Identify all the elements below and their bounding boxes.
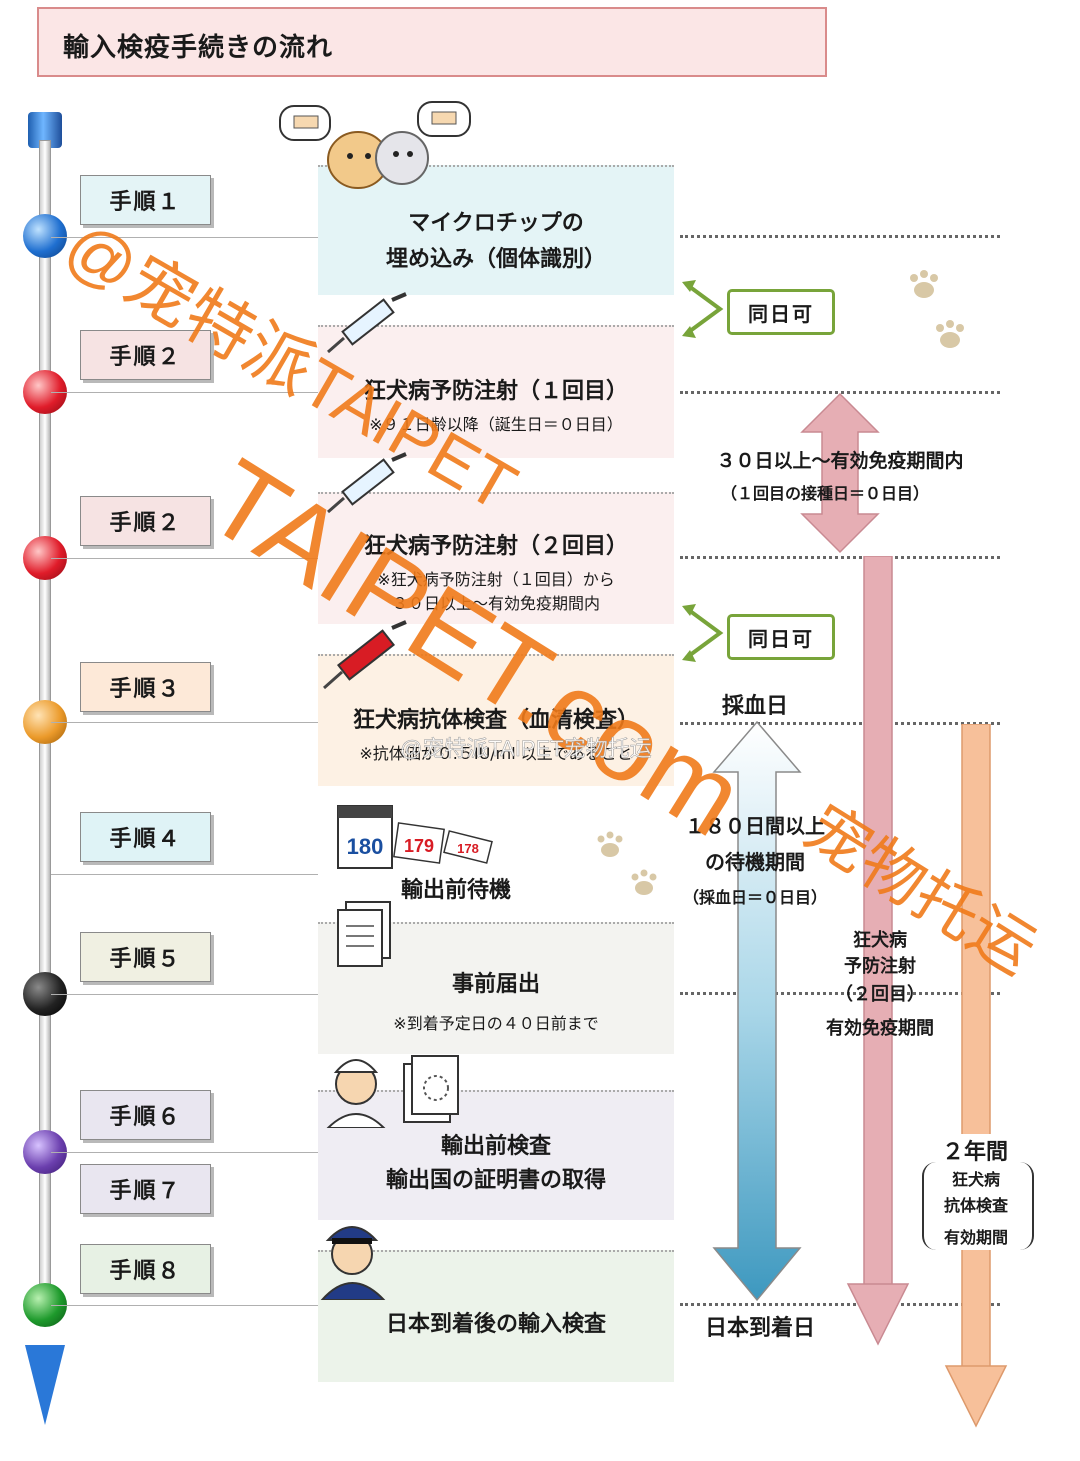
connector-8 xyxy=(51,1305,318,1306)
same-day-badge-2: 同日可 xyxy=(727,614,835,660)
vaccine-text-1: 狂犬病 xyxy=(853,930,907,951)
wait-text-3: （採血日＝０日目） xyxy=(682,888,827,907)
syringe-icon-2 xyxy=(327,452,407,514)
vaccine-text-3: （２回目） xyxy=(835,984,925,1005)
card-wait: 輸出前待機 xyxy=(318,790,674,910)
guide-step3 xyxy=(680,722,1000,725)
connector-6 xyxy=(51,1152,318,1153)
antibody-text-3: 抗体検査 xyxy=(943,1196,1008,1215)
card-import-inspection-title: 日本到着後の輸入検査 xyxy=(385,1312,606,1337)
vaccine-text-2: 予防注射 xyxy=(844,956,916,977)
card-vaccine-1-title: 狂犬病予防注射（１回目） xyxy=(363,379,628,404)
card-wait-title: 輸出前待機 xyxy=(400,878,511,903)
connector-2b xyxy=(51,558,318,559)
page-title: 輸入検疫手続きの流れ xyxy=(63,33,334,63)
card-export-inspection-title1: 輸出前検査 xyxy=(440,1134,551,1159)
connector-3 xyxy=(51,722,318,723)
card-vaccine-2: 狂犬病予防注射（２回目） ※狂犬病予防注射（１回目）から ３０日以上～有効免疫期… xyxy=(318,492,674,624)
step-label-7: 手順７ xyxy=(80,1164,211,1214)
guide-step5 xyxy=(680,992,1000,995)
arrival-day-label: 日本到着日 xyxy=(704,1316,815,1341)
step-label-8: 手順８ xyxy=(80,1244,211,1294)
card-microchip-title2: 埋め込み（個体識別） xyxy=(385,247,606,272)
connector-2a xyxy=(51,392,318,393)
connector-4 xyxy=(51,874,318,875)
interval-text: ３０日以上～有効免疫期間内 xyxy=(716,450,964,472)
same-day-bracket-2 xyxy=(682,604,724,662)
step-label-6: 手順６ xyxy=(80,1090,211,1140)
wait-text-2: の待機期間 xyxy=(705,850,805,874)
vaccine-validity-arrow xyxy=(846,556,910,1346)
antibody-bracket xyxy=(922,1162,1034,1250)
antibody-text-4: 有効期間 xyxy=(943,1228,1008,1247)
guide-step2b xyxy=(680,556,1000,559)
dog-cat-illustration xyxy=(279,101,471,189)
card-notice-note: ※到着予定日の４０日前まで xyxy=(393,1014,599,1033)
waiting-period-arrow xyxy=(712,720,802,1302)
card-microchip: マイクロチップの 埋め込み（個体識別） xyxy=(318,165,674,295)
wait-text-1: １８０日間以上 xyxy=(685,814,825,838)
inspector-icon xyxy=(326,1055,459,1128)
calendar-179: 179 xyxy=(404,836,434,856)
card-export-inspection-title2: 輸出国の証明書の取得 xyxy=(385,1168,606,1193)
antibody-validity-arrow xyxy=(944,724,1008,1428)
syringe-icon xyxy=(327,292,407,354)
blood-day-label: 採血日 xyxy=(721,694,788,719)
step-label-4: 手順４ xyxy=(80,812,211,862)
card-antibody-note: ※抗体価が０.５IU/ml 以上であること xyxy=(359,744,633,763)
same-day-bracket-1 xyxy=(682,280,724,338)
card-antibody-title: 狂犬病抗体検査（血清検査） xyxy=(352,708,639,733)
step-label-1: 手順１ xyxy=(80,175,211,225)
guide-step8 xyxy=(680,1303,1000,1306)
card-vaccine-2-note2: ３０日以上～有効免疫期間内 xyxy=(391,594,600,613)
antibody-text-2: 狂犬病 xyxy=(951,1170,1000,1189)
calendar-180: 180 xyxy=(347,834,384,859)
same-day-badge-1: 同日可 xyxy=(727,289,835,335)
card-microchip-title1: マイクロチップの xyxy=(408,211,584,236)
vaccine-text-4: 有効免疫期間 xyxy=(826,1018,934,1039)
officer-icon xyxy=(320,1226,386,1300)
paw-print-icon xyxy=(910,270,964,348)
step-label-2a: 手順２ xyxy=(80,330,211,380)
paw-print-icon-2 xyxy=(597,831,657,895)
card-notice-title: 事前届出 xyxy=(451,972,540,997)
card-vaccine-2-note1: ※狂犬病予防注射（１回目）から xyxy=(377,570,615,589)
timeline-node-step1 xyxy=(23,214,67,258)
title-box: 輸入検疫手続きの流れ xyxy=(37,7,827,77)
card-export-inspection: 輸出前検査 輸出国の証明書の取得 xyxy=(318,1090,674,1220)
card-vaccine-2-title: 狂犬病予防注射（２回目） xyxy=(363,534,628,559)
card-antibody: 狂犬病抗体検査（血清検査） ※抗体価が０.５IU/ml 以上であること xyxy=(318,654,674,786)
step-label-3: 手順３ xyxy=(80,662,211,712)
step-label-5: 手順５ xyxy=(80,932,211,982)
connector-5 xyxy=(51,994,318,995)
card-vaccine-1-note: ※９１日齢以降（誕生日＝０日目） xyxy=(369,415,623,434)
interval-subtext: （１回目の接種日＝０日目） xyxy=(720,484,929,503)
interval-double-arrow xyxy=(800,392,880,554)
card-vaccine-1: 狂犬病予防注射（１回目） ※９１日齢以降（誕生日＝０日目） xyxy=(318,325,674,458)
calendar-icon: 180 179 178 xyxy=(337,805,493,869)
guide-step2a xyxy=(680,391,1000,394)
card-notice: 事前届出 ※到着予定日の４０日前まで xyxy=(318,922,674,1054)
card-import-inspection: 日本到着後の輸入検査 xyxy=(318,1250,674,1382)
guide-step1 xyxy=(680,235,1000,238)
timeline-bottom-arrow-icon xyxy=(25,1345,65,1425)
document-icon xyxy=(337,901,391,967)
calendar-178: 178 xyxy=(457,841,479,856)
step-label-2b: 手順２ xyxy=(80,496,211,546)
blood-syringe-icon xyxy=(323,620,407,690)
connector-1 xyxy=(51,237,318,238)
antibody-text-1: ２年間 xyxy=(920,1134,1030,1166)
